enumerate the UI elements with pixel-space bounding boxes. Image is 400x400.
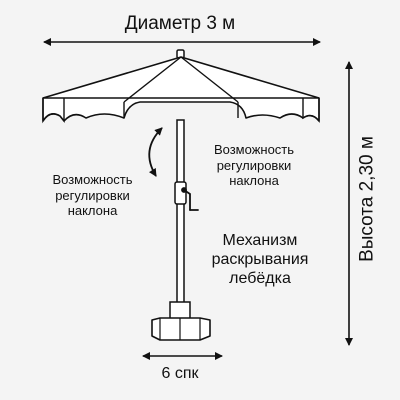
tilt-left-line-2: регулировки — [55, 187, 130, 203]
tilt-right-line-2: регулировки — [216, 157, 292, 173]
umbrella-pole — [176, 119, 185, 325]
tilt-joint — [174, 181, 187, 205]
diameter-label: Диаметр 3 м — [124, 13, 236, 34]
winch-crank-icon — [181, 187, 199, 211]
mechanism-line-1: Механизм — [222, 232, 298, 249]
tilt-left-line-1: Возможность — [52, 172, 133, 187]
tilt-adjust-label-right: Возможность регулировки наклона — [202, 142, 306, 189]
tilt-left-line-3: наклона — [67, 203, 118, 219]
height-label: Высота 2,30 м — [356, 136, 378, 262]
tilt-right-line-1: Возможность — [213, 142, 295, 157]
umbrella-canopy — [42, 56, 320, 122]
mechanism-line-2: раскрывания — [211, 251, 309, 269]
tilt-adjust-label-left: Возможность регулировки наклона — [30, 172, 155, 219]
base-label: 6 спк — [161, 365, 199, 382]
tilt-right-line-3: наклона — [229, 173, 279, 189]
tilt-curved-arrow-icon — [148, 127, 163, 177]
mechanism-label: Механизм раскрывания лебёдка — [197, 231, 323, 289]
mechanism-line-3: лебёдка — [229, 270, 291, 288]
umbrella-base — [151, 301, 211, 341]
